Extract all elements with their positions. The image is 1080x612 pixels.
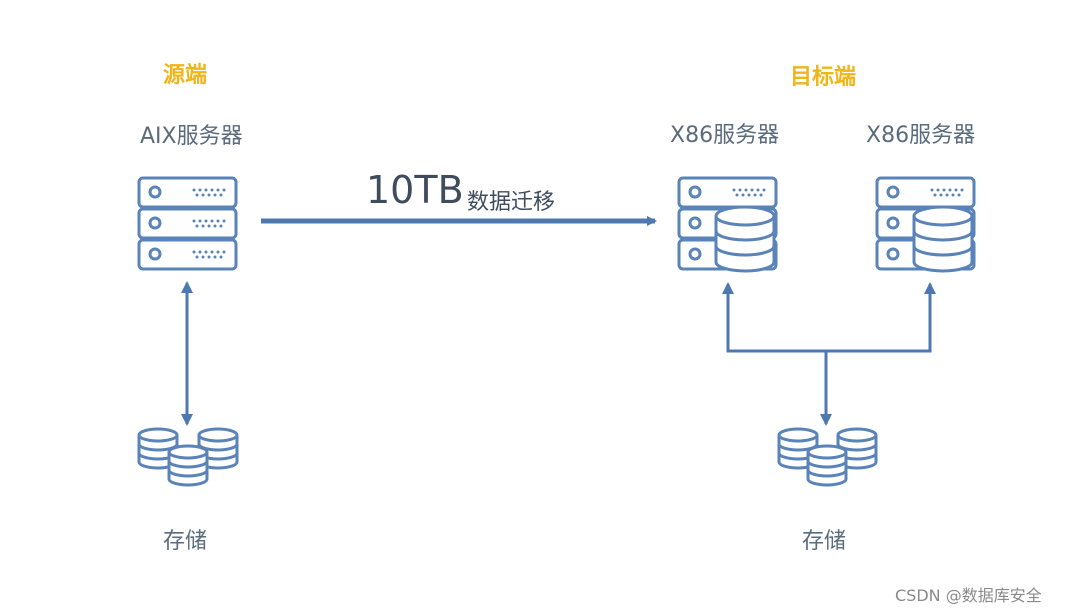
target-server-label-1: X86服务器 xyxy=(670,123,780,148)
source-storage-label: 存储 xyxy=(163,529,208,554)
aix-server-icon xyxy=(137,176,238,271)
target-storage-connector xyxy=(722,282,936,426)
source-title: 源端 xyxy=(163,63,208,88)
target-storage-icon xyxy=(777,427,878,487)
x86-server-icon-2 xyxy=(875,176,976,273)
migration-label: 数据迁移 xyxy=(467,190,556,215)
migration-size: 10TB xyxy=(366,168,464,212)
target-server-label-2: X86服务器 xyxy=(866,123,976,148)
target-title: 目标端 xyxy=(790,65,857,90)
target-storage-label: 存储 xyxy=(802,529,847,554)
source-storage-icon xyxy=(137,427,239,487)
x86-server-icon-1 xyxy=(677,176,778,273)
source-server-label: AIX服务器 xyxy=(140,124,243,149)
database-icon xyxy=(912,205,974,273)
database-icon xyxy=(714,205,776,273)
watermark: CSDN @数据库安全 xyxy=(895,586,1042,605)
